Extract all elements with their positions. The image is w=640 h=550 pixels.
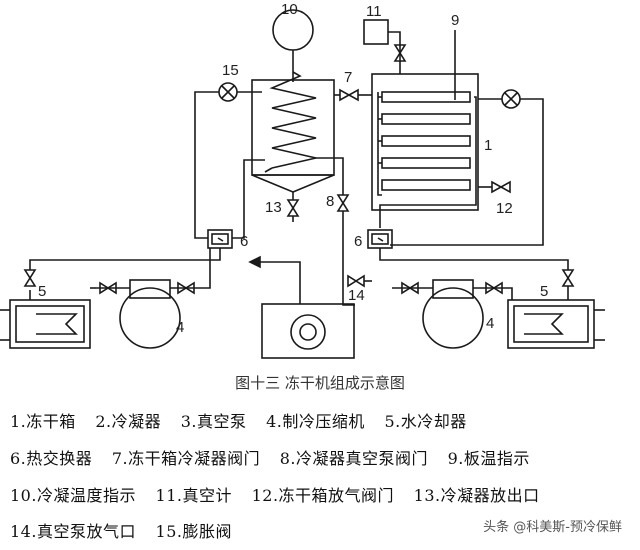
legend-item: 1.冻干箱: [10, 412, 76, 431]
label-5-right: 5: [540, 283, 548, 300]
label-9: 9: [451, 12, 459, 29]
legend-row-4: 14.真空泵放气口 15.膨胀阀: [10, 518, 640, 542]
legend-item: 13.冷凝器放出口: [413, 486, 540, 505]
figure-caption: 图十三 冻干机组成示意图: [235, 374, 405, 392]
shelf-3: [381, 135, 471, 147]
exhaust-arrow: [248, 255, 261, 269]
label-4-right: 4: [486, 315, 494, 332]
label-13: 13: [265, 199, 282, 216]
left-compressor-discharge-valve: [177, 281, 188, 295]
left-water-cooler: [9, 299, 91, 349]
legend-item: 14.真空泵放气口: [10, 522, 136, 541]
legend-item: 12.冻干箱放气阀门: [251, 486, 395, 505]
shelf-1: [381, 91, 471, 103]
label-7: 7: [344, 69, 352, 86]
legend-item: 8.冷凝器真空泵阀门: [279, 449, 429, 468]
legend-item: 7.冻干箱冷凝器阀门: [111, 449, 261, 468]
label-11: 11: [366, 3, 382, 20]
vacuum-gauge-valve: [393, 44, 407, 55]
legend-item: 6.热交换器: [10, 449, 93, 468]
freeze-dryer-diagram: 10 11 9 15 7 1 12 13 8 6 6 5 5 4 4 14: [0, 1, 605, 359]
condenser-vacuum-valve: [336, 194, 350, 205]
watermark: 头条 @科美斯-预冷保鲜: [483, 520, 622, 535]
label-10: 10: [281, 1, 298, 18]
legend-row-3: 10.冷凝温度指示 11.真空计 12.冻干箱放气阀门 13.冷凝器放出口: [10, 482, 640, 506]
label-14: 14: [348, 287, 365, 304]
vacuum-pump-vent-valve: [347, 274, 358, 288]
legend-item: 15.膨胀阀: [155, 522, 232, 541]
chamber-condenser-valve: [339, 88, 351, 102]
legend-item: 11.真空计: [155, 486, 232, 505]
shelf-2: [381, 113, 471, 125]
legend-item: 5.水冷却器: [384, 412, 467, 431]
shelf-5: [381, 179, 471, 191]
freeze-dry-chamber: [371, 73, 479, 211]
left-compressor: [119, 287, 181, 349]
left-compressor-suction-valve: [99, 281, 110, 295]
condenser-coil: [269, 71, 317, 169]
label-4-left: 4: [176, 319, 184, 336]
legend-item: 3.真空泵: [180, 412, 247, 431]
chamber-vent-valve: [491, 180, 503, 194]
label-1: 1: [484, 137, 492, 154]
right-compressor-suction-valve: [401, 281, 412, 295]
label-15: 15: [222, 62, 239, 79]
legend-row-2: 6.热交换器 7.冻干箱冷凝器阀门 8.冷凝器真空泵阀门 9.板温指示: [10, 445, 640, 469]
vacuum-pump: [261, 303, 355, 359]
vacuum-gauge: [363, 19, 389, 45]
label-6-right: 6: [354, 233, 362, 250]
legend-row-1: 1.冻干箱 2.冷凝器 3.真空泵 4.制冷压缩机 5.水冷却器: [10, 408, 640, 432]
right-compressor: [422, 287, 484, 349]
label-6-left: 6: [240, 233, 248, 250]
legend-item: 4.制冷压缩机: [266, 412, 365, 431]
legend-item: 9.板温指示: [447, 449, 530, 468]
label-12: 12: [496, 200, 513, 217]
label-5-left: 5: [38, 283, 46, 300]
legend-item: 2.冷凝器: [95, 412, 162, 431]
condenser-drain-valve: [286, 199, 300, 210]
left-cooler-valve: [23, 269, 37, 280]
condenser-bottom: [251, 174, 335, 193]
shelf-4: [381, 157, 471, 169]
label-8: 8: [326, 193, 334, 210]
right-water-cooler: [507, 299, 595, 349]
right-cooler-valve: [561, 269, 575, 280]
legend-item: 10.冷凝温度指示: [10, 486, 136, 505]
right-compressor-discharge-valve: [485, 281, 496, 295]
